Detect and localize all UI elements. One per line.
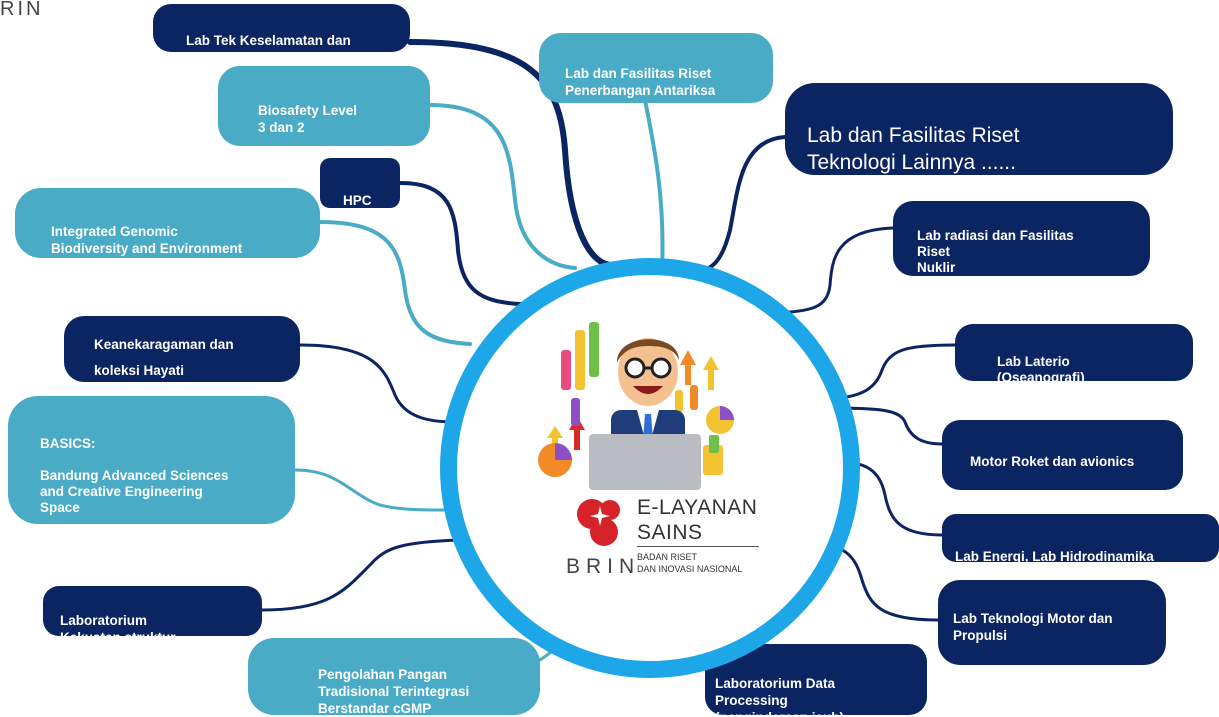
- node-lab-lainnya: Lab dan Fasilitas Riset Teknologi Lainny…: [785, 83, 1173, 175]
- brand-fragment: RIN: [0, 0, 44, 20]
- node-biosafety: Biosafety Level 3 dan 2: [218, 66, 430, 146]
- pie-chart-icon: [538, 406, 734, 477]
- node-label: Laboratorium Kekuatan struktur: [60, 613, 176, 645]
- node-label: Lab dan Fasilitas Riset Penerbangan Anta…: [565, 66, 716, 98]
- laptop-icon: [589, 434, 701, 490]
- node-keanekaragaman: Keanekaragaman dan koleksi Hayati: [64, 316, 300, 382]
- logo-sub-line1: BADAN RISET: [637, 552, 698, 562]
- connector-lab-penerbangan: [643, 98, 665, 272]
- connector-lab-energi: [838, 460, 944, 537]
- node-label: Pengolahan Pangan Tradisional Terintegra…: [318, 667, 470, 716]
- node-label: HPC: [343, 193, 372, 208]
- node-lab-tek-keselamatan: Lab Tek Keselamatan dan metrologi Radias…: [153, 4, 410, 65]
- node-label: Lab radiasi dan Fasilitas Riset Nuklir: [917, 228, 1074, 275]
- node-integrated-genomic: Integrated Genomic Biodiversity and Envi…: [15, 188, 320, 258]
- logo-divider: [637, 546, 759, 547]
- node-label: Keanekaragaman dan koleksi Hayati: [94, 337, 234, 378]
- node-label: Motor Roket dan avionics: [970, 454, 1135, 469]
- connector-integrated-genomic: [318, 220, 472, 346]
- node-label: Integrated Genomic Biodiversity and Envi…: [51, 224, 243, 256]
- connector-lab-laterio: [836, 343, 957, 400]
- node-label: Lab dan Fasilitas Riset Teknologi Lainny…: [807, 124, 1020, 174]
- node-lab-penerbangan: Lab dan Fasilitas Riset Penerbangan Anta…: [539, 33, 773, 103]
- node-pengolahan-pangan: Pengolahan Pangan Tradisional Terintegra…: [248, 638, 540, 716]
- node-label: Lab Laterio (Oseanografi): [997, 354, 1085, 385]
- node-motor-roket: Motor Roket dan avionics: [942, 420, 1183, 490]
- node-label: Lab Tek Keselamatan dan metrologi Radias…: [186, 33, 351, 65]
- scientist-illustration: [538, 322, 734, 490]
- node-lab-energi: Lab Energi, Lab Hidrodinamika: [942, 514, 1219, 564]
- node-lab-teknologi-motor: Lab Teknologi Motor dan Propulsi: [938, 580, 1166, 665]
- node-label: Lab Energi, Lab Hidrodinamika: [955, 549, 1154, 564]
- logo-title-line1: E-LAYANAN: [637, 496, 758, 519]
- connector-keanekaragaman: [298, 343, 457, 424]
- logo-title-line2: SAINS: [637, 521, 703, 544]
- brin-logo-icon: [577, 499, 620, 546]
- logo-wordmark: BRIN: [566, 555, 641, 578]
- node-hpc: HPC: [320, 158, 400, 208]
- connector-lab-lainnya: [698, 135, 787, 274]
- connector-lab-kekuatan: [260, 538, 462, 612]
- node-label: BASICS: Bandung Advanced Sciences and Cr…: [40, 436, 229, 515]
- connector-basics: [293, 468, 447, 512]
- connector-lab-tek-keselamatan: [407, 39, 613, 268]
- node-lab-kekuatan: Laboratorium Kekuatan struktur: [43, 586, 262, 645]
- connector-lab-radiasi: [788, 226, 895, 314]
- node-lab-laterio: Lab Laterio (Oseanografi): [955, 324, 1193, 385]
- cylinder-bars-icon: [561, 322, 698, 426]
- node-basics: BASICS: Bandung Advanced Sciences and Cr…: [8, 396, 295, 524]
- connector-hpc: [398, 181, 522, 306]
- node-label: Lab Teknologi Motor dan Propulsi: [953, 611, 1113, 643]
- node-lab-radiasi: Lab radiasi dan Fasilitas Riset Nuklir: [893, 201, 1150, 276]
- connector-motor-roket: [828, 406, 944, 446]
- node-label: Laboratorium Data Processing (pengindera…: [715, 676, 844, 715]
- node-label: Biosafety Level 3 dan 2: [258, 103, 358, 135]
- connector-biosafety: [428, 103, 577, 270]
- logo-sub-line2: DAN INOVASI NASIONAL: [637, 564, 743, 574]
